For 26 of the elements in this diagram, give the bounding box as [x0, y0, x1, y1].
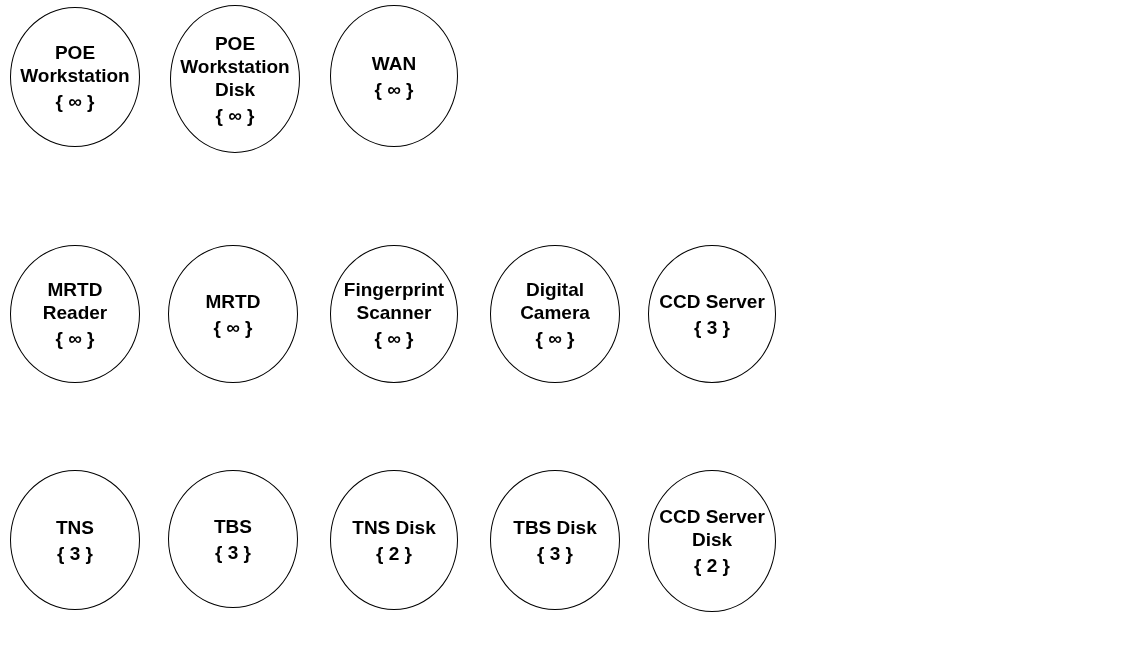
- multiplicity-label: { ∞ }: [55, 327, 95, 350]
- multiplicity-label: { 3 }: [537, 541, 573, 565]
- node-label: TNS Disk: [352, 515, 436, 539]
- node-label: TBS: [214, 514, 252, 538]
- multiplicity-label: { 3 }: [57, 541, 93, 565]
- multiplicity-label: { ∞ }: [215, 103, 255, 127]
- multiplicity-label: { 3 }: [215, 540, 251, 564]
- multiplicity-label: { 2 }: [376, 541, 412, 565]
- node-label: CCD Server: [659, 289, 765, 313]
- node-label: TNS: [56, 515, 94, 539]
- multiplicity-label: { 3 }: [694, 315, 730, 339]
- node-label: POE Workstation: [19, 41, 131, 87]
- node-label: MRTD Reader: [41, 278, 109, 324]
- node-label: TBS Disk: [513, 515, 597, 539]
- node-label: MRTD: [205, 289, 261, 313]
- multiplicity-label: { ∞ }: [213, 315, 253, 339]
- multiplicity-label: { ∞ }: [374, 327, 414, 350]
- multiplicity-label: { ∞ }: [55, 90, 95, 113]
- multiplicity-label: { 2 }: [694, 554, 730, 577]
- multiplicity-label: { ∞ }: [374, 77, 414, 101]
- node-label: Digital Camera: [519, 278, 591, 324]
- node-label: Fingerprint Scanner: [342, 278, 446, 324]
- multiplicity-label: { ∞ }: [535, 327, 575, 350]
- node-label: CCD Server Disk: [658, 505, 766, 551]
- node-label: WAN: [371, 51, 417, 75]
- node-label: POE Workstation Disk: [179, 31, 291, 101]
